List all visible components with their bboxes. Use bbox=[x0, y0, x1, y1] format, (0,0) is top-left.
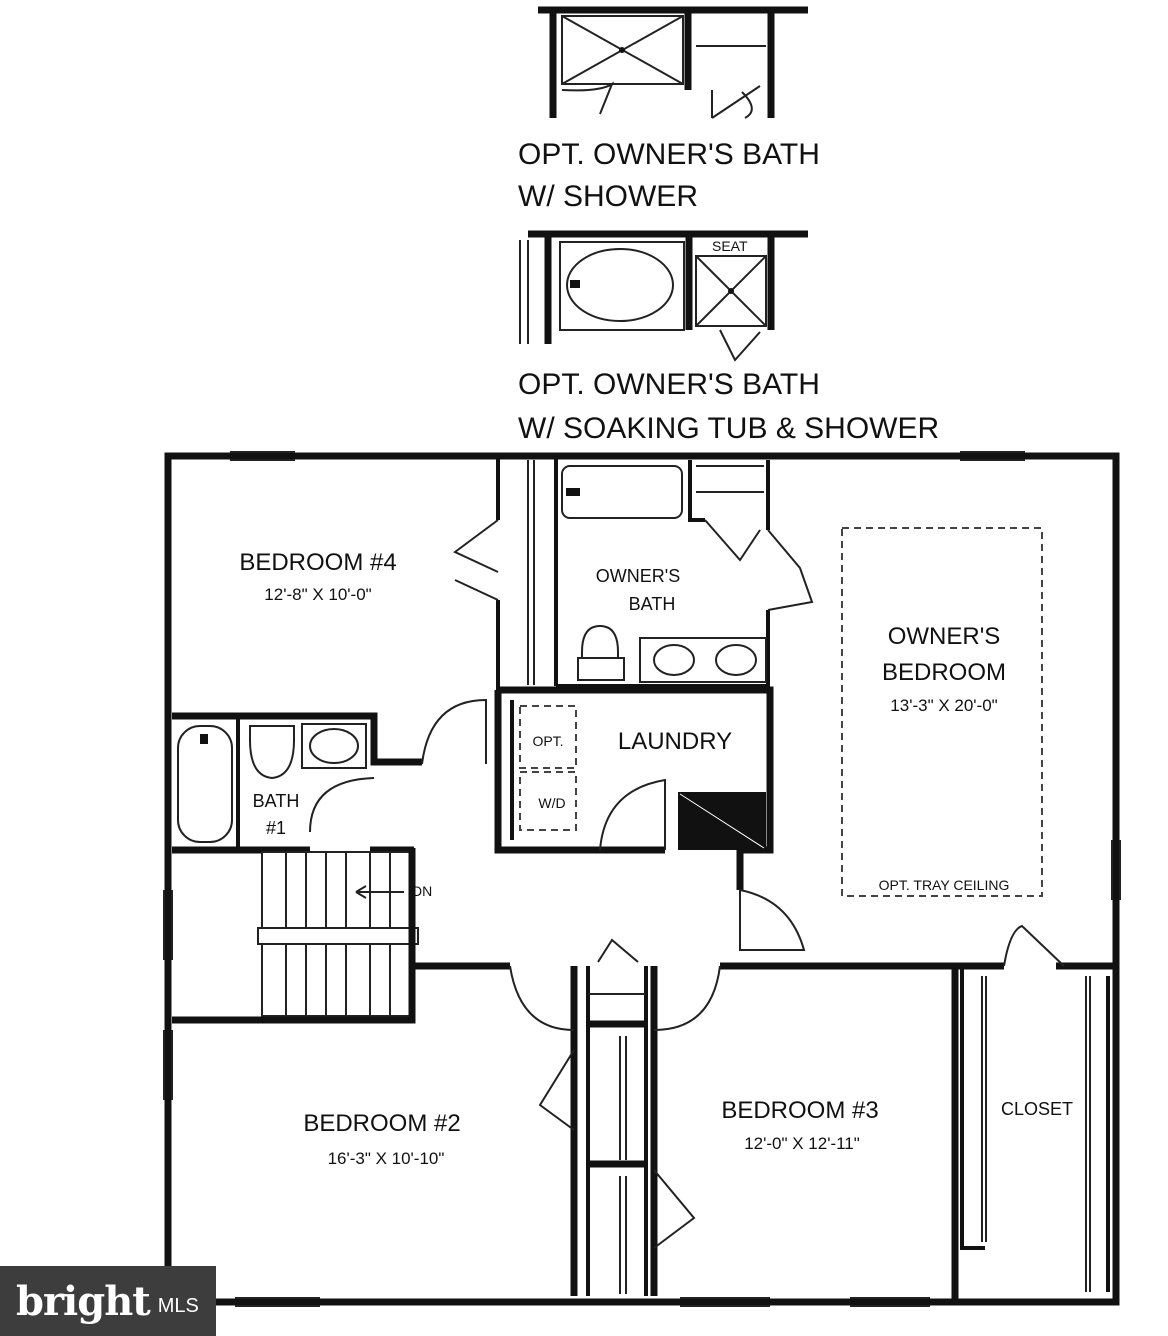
owners-bath-line1: OWNER'S bbox=[596, 566, 680, 586]
stairs-dn-label: DN bbox=[412, 883, 432, 899]
option-shower-title-line1: OPT. OWNER'S BATH bbox=[518, 138, 820, 171]
doors bbox=[309, 519, 1065, 1249]
stairs bbox=[172, 848, 419, 1024]
option-tub-title-line2: W/ SOAKING TUB & SHOWER bbox=[518, 412, 939, 445]
watermark-suffix: MLS bbox=[157, 1294, 199, 1317]
owners-bedroom-line1: OWNER'S bbox=[888, 623, 1001, 650]
bedroom3-name: BEDROOM #3 bbox=[721, 1097, 878, 1124]
watermark-brand: bright bbox=[16, 1277, 151, 1325]
tray-ceiling-label: OPT. TRAY CEILING bbox=[879, 877, 1010, 893]
bedroom2-dims: 16'-3" X 10'-10" bbox=[328, 1149, 445, 1168]
laundry-name: LAUNDRY bbox=[618, 728, 732, 755]
laundry-opt-label: OPT. bbox=[532, 733, 563, 749]
option-shower-title-line2: W/ SHOWER bbox=[518, 180, 698, 213]
bedroom4-name: BEDROOM #4 bbox=[239, 549, 396, 576]
option-tub-diagram bbox=[519, 230, 808, 362]
owners-bedroom-line2: BEDROOM bbox=[882, 659, 1006, 686]
fixtures bbox=[177, 465, 1043, 897]
main-walls bbox=[163, 451, 1121, 1307]
bath1-line1: BATH bbox=[253, 791, 300, 811]
option-tub-title-line1: OPT. OWNER'S BATH bbox=[518, 368, 820, 401]
bright-mls-watermark: bright MLS bbox=[0, 1266, 216, 1336]
option-seat-label: SEAT bbox=[712, 238, 748, 254]
bedroom4-dims: 12'-8" X 10'-0" bbox=[264, 585, 371, 604]
bedroom2-name: BEDROOM #2 bbox=[303, 1110, 460, 1137]
closet-label: CLOSET bbox=[1001, 1099, 1073, 1119]
option-shower-diagram bbox=[538, 6, 808, 119]
laundry-wd-label: W/D bbox=[538, 795, 565, 811]
bedroom3-dims: 12'-0" X 12'-11" bbox=[744, 1134, 860, 1153]
owners-bedroom-dims: 13'-3" X 20'-0" bbox=[890, 696, 997, 715]
owners-bath-line2: BATH bbox=[629, 594, 676, 614]
bath1-line2: #1 bbox=[266, 818, 286, 838]
